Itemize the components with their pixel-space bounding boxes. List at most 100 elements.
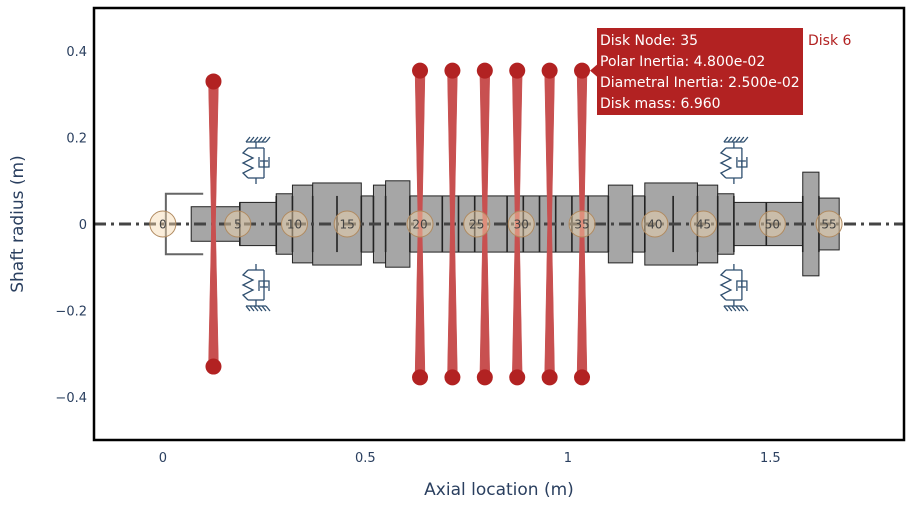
spring xyxy=(241,269,255,301)
node-marker-30 xyxy=(507,210,535,238)
node-label-0: 0 xyxy=(159,218,167,232)
disk-marker xyxy=(476,369,493,386)
ground-hatch xyxy=(253,136,259,143)
y-tick-label: −0.2 xyxy=(55,304,87,319)
ground-hatch xyxy=(739,136,745,143)
ground-hatch xyxy=(743,136,749,143)
y-tick-label: 0.4 xyxy=(66,45,87,60)
hover-box xyxy=(597,28,803,115)
disk-3 xyxy=(444,62,461,386)
disk-marker xyxy=(509,369,526,386)
node-marker-45 xyxy=(690,210,718,238)
ground-hatch xyxy=(253,305,259,312)
hover-line-1: Polar Inertia: 4.800e-02 xyxy=(600,54,765,70)
bearing-bottom-1 xyxy=(719,264,749,312)
ground-hatch xyxy=(245,136,251,143)
disk-marker xyxy=(444,369,461,386)
bearing-top-1 xyxy=(719,136,749,184)
ground-hatch xyxy=(249,305,255,312)
ground-hatch xyxy=(743,305,749,312)
disk-marker xyxy=(205,73,222,90)
ground-hatch xyxy=(261,136,267,143)
spring xyxy=(719,269,733,301)
coupling-bracket xyxy=(164,192,204,256)
ground-hatch xyxy=(735,136,741,143)
ground-hatch xyxy=(731,305,737,312)
disk-marker xyxy=(412,369,429,386)
node-label-35: 35 xyxy=(574,218,589,232)
disk-marker xyxy=(541,62,558,79)
disk-layer xyxy=(205,62,591,386)
ground-hatch xyxy=(739,305,745,312)
ground-hatch xyxy=(723,305,729,312)
hover-line-2: Diametral Inertia: 2.500e-02 xyxy=(600,75,800,91)
bearing-0 xyxy=(241,136,271,312)
ground-hatch xyxy=(265,136,271,143)
ground-hatch xyxy=(257,305,263,312)
ground-hatch xyxy=(249,136,255,143)
node-label-10: 10 xyxy=(287,218,302,232)
ground-hatch xyxy=(257,136,263,143)
node-marker-40 xyxy=(641,210,669,238)
node-marker-5 xyxy=(224,210,252,238)
disk-4 xyxy=(476,62,493,386)
bearing-bottom-0 xyxy=(241,264,271,312)
bearing-1 xyxy=(719,136,749,312)
ground-hatch xyxy=(265,305,271,312)
node-label-25: 25 xyxy=(469,218,484,232)
ground-hatch xyxy=(261,305,267,312)
x-tick-label: 0.5 xyxy=(355,451,376,466)
disk-marker xyxy=(444,62,461,79)
spring xyxy=(719,147,733,179)
disk-1 xyxy=(205,73,222,375)
hover-tooltip: Disk Node: 35 Polar Inertia: 4.800e-02Dia… xyxy=(590,28,852,115)
disk-marker xyxy=(509,62,526,79)
node-marker-25 xyxy=(463,210,491,238)
disk-marker xyxy=(412,62,429,79)
y-tick-label: 0 xyxy=(79,218,87,233)
node-label-55: 55 xyxy=(821,218,836,232)
disk-marker xyxy=(205,358,222,375)
node-marker-10 xyxy=(280,210,308,238)
disk-6 xyxy=(541,62,558,386)
ground-hatch xyxy=(727,305,733,312)
shaft-layer xyxy=(164,171,840,277)
x-axis-title: Axial location (m) xyxy=(424,480,574,500)
hover-pointer xyxy=(590,64,597,77)
disk-stem xyxy=(208,81,219,225)
y-axis-title: Shaft radius (m) xyxy=(8,155,28,293)
node-marker-50 xyxy=(758,210,786,238)
y-tick-labels: 0.4 0.2 0 −0.2 −0.4 xyxy=(55,45,87,406)
disk-7 xyxy=(574,62,591,386)
disk-marker xyxy=(574,62,591,79)
node-label-5: 5 xyxy=(234,218,242,232)
disk-5 xyxy=(509,62,526,386)
bearing-top-0 xyxy=(241,136,271,184)
ground-hatch xyxy=(735,305,741,312)
disk-marker xyxy=(574,369,591,386)
bearing-layer xyxy=(241,136,749,312)
ground-hatch xyxy=(731,136,737,143)
y-tick-label: 0.2 xyxy=(66,132,87,147)
node-marker-15 xyxy=(333,210,361,238)
x-tick-label: 0 xyxy=(159,451,167,466)
node-marker-35 xyxy=(568,210,596,238)
hover-series-name: Disk 6 xyxy=(808,33,852,49)
node-label-30: 30 xyxy=(514,218,529,232)
node-marker-55 xyxy=(815,210,843,238)
spring xyxy=(241,147,255,179)
ground-hatch xyxy=(245,305,251,312)
node-label-45: 45 xyxy=(696,218,711,232)
y-tick-label: −0.4 xyxy=(55,391,87,406)
disk-marker xyxy=(541,369,558,386)
node-marker-20 xyxy=(406,210,434,238)
node-label-40: 40 xyxy=(647,218,662,232)
disk-2 xyxy=(412,62,429,386)
hover-line-0: Disk Node: 35 xyxy=(600,33,698,49)
node-label-15: 15 xyxy=(339,218,354,232)
node-label-50: 50 xyxy=(765,218,780,232)
